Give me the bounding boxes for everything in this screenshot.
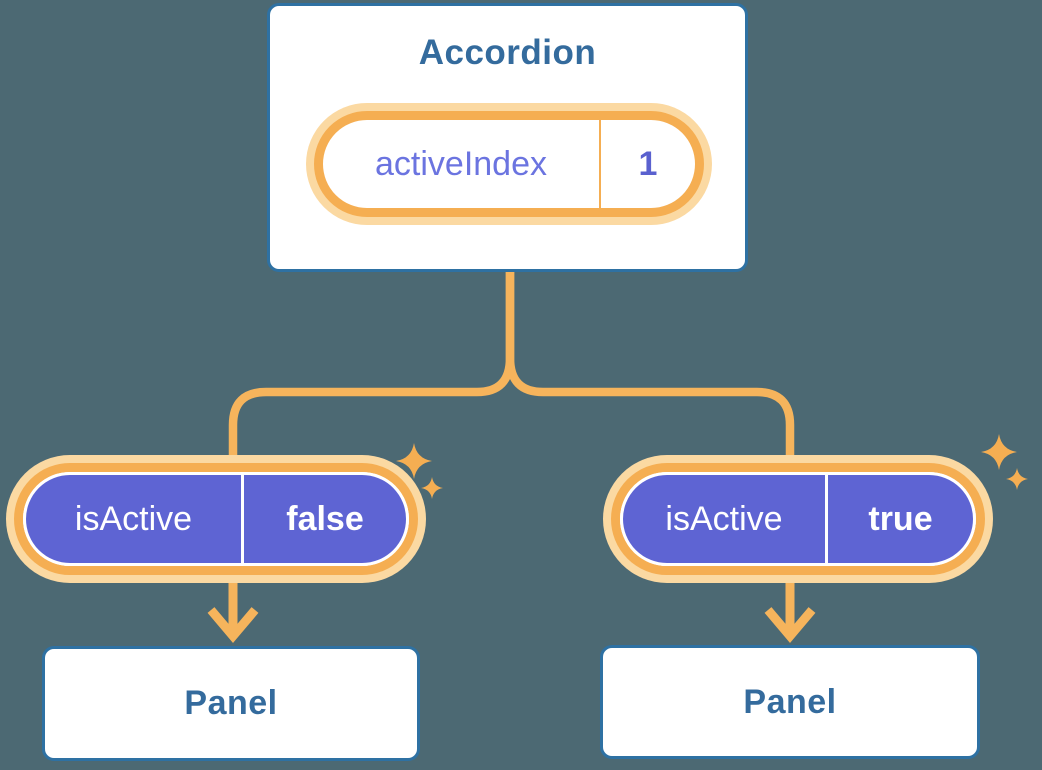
arrow-left-head-icon [207,607,259,643]
prop-pill-isactive-false: isActive false [14,463,418,575]
panel-card-left: Panel [42,646,420,761]
state-pill-label: activeIndex [375,144,547,183]
connector-left-branch [228,272,515,458]
sparkle-icon [396,443,432,479]
state-pill-value: 1 [638,144,658,183]
pill-divider [241,475,244,563]
accordion-title: Accordion [418,33,597,72]
pill-divider [599,120,601,208]
sparkle-icon [421,477,443,499]
prop-pill-isactive-true: isActive true [611,463,985,575]
panel-title: Panel [743,682,837,721]
arrow-right-head-icon [764,607,816,643]
connector-right-branch [505,272,795,458]
sparkle-icon [1006,468,1028,490]
prop-pill-value: true [868,499,933,538]
prop-pill-value: false [286,499,364,538]
prop-pill-body: isActive false [23,472,409,566]
sparkle-icon [981,434,1017,470]
panel-title: Panel [184,684,278,722]
state-pill-activeindex: activeIndex 1 [314,111,704,217]
prop-pill-label: isActive [665,499,783,538]
pill-divider [825,475,828,563]
panel-card-right: Panel [600,645,980,759]
prop-pill-body: isActive true [620,472,976,566]
prop-pill-label: isActive [74,499,193,538]
